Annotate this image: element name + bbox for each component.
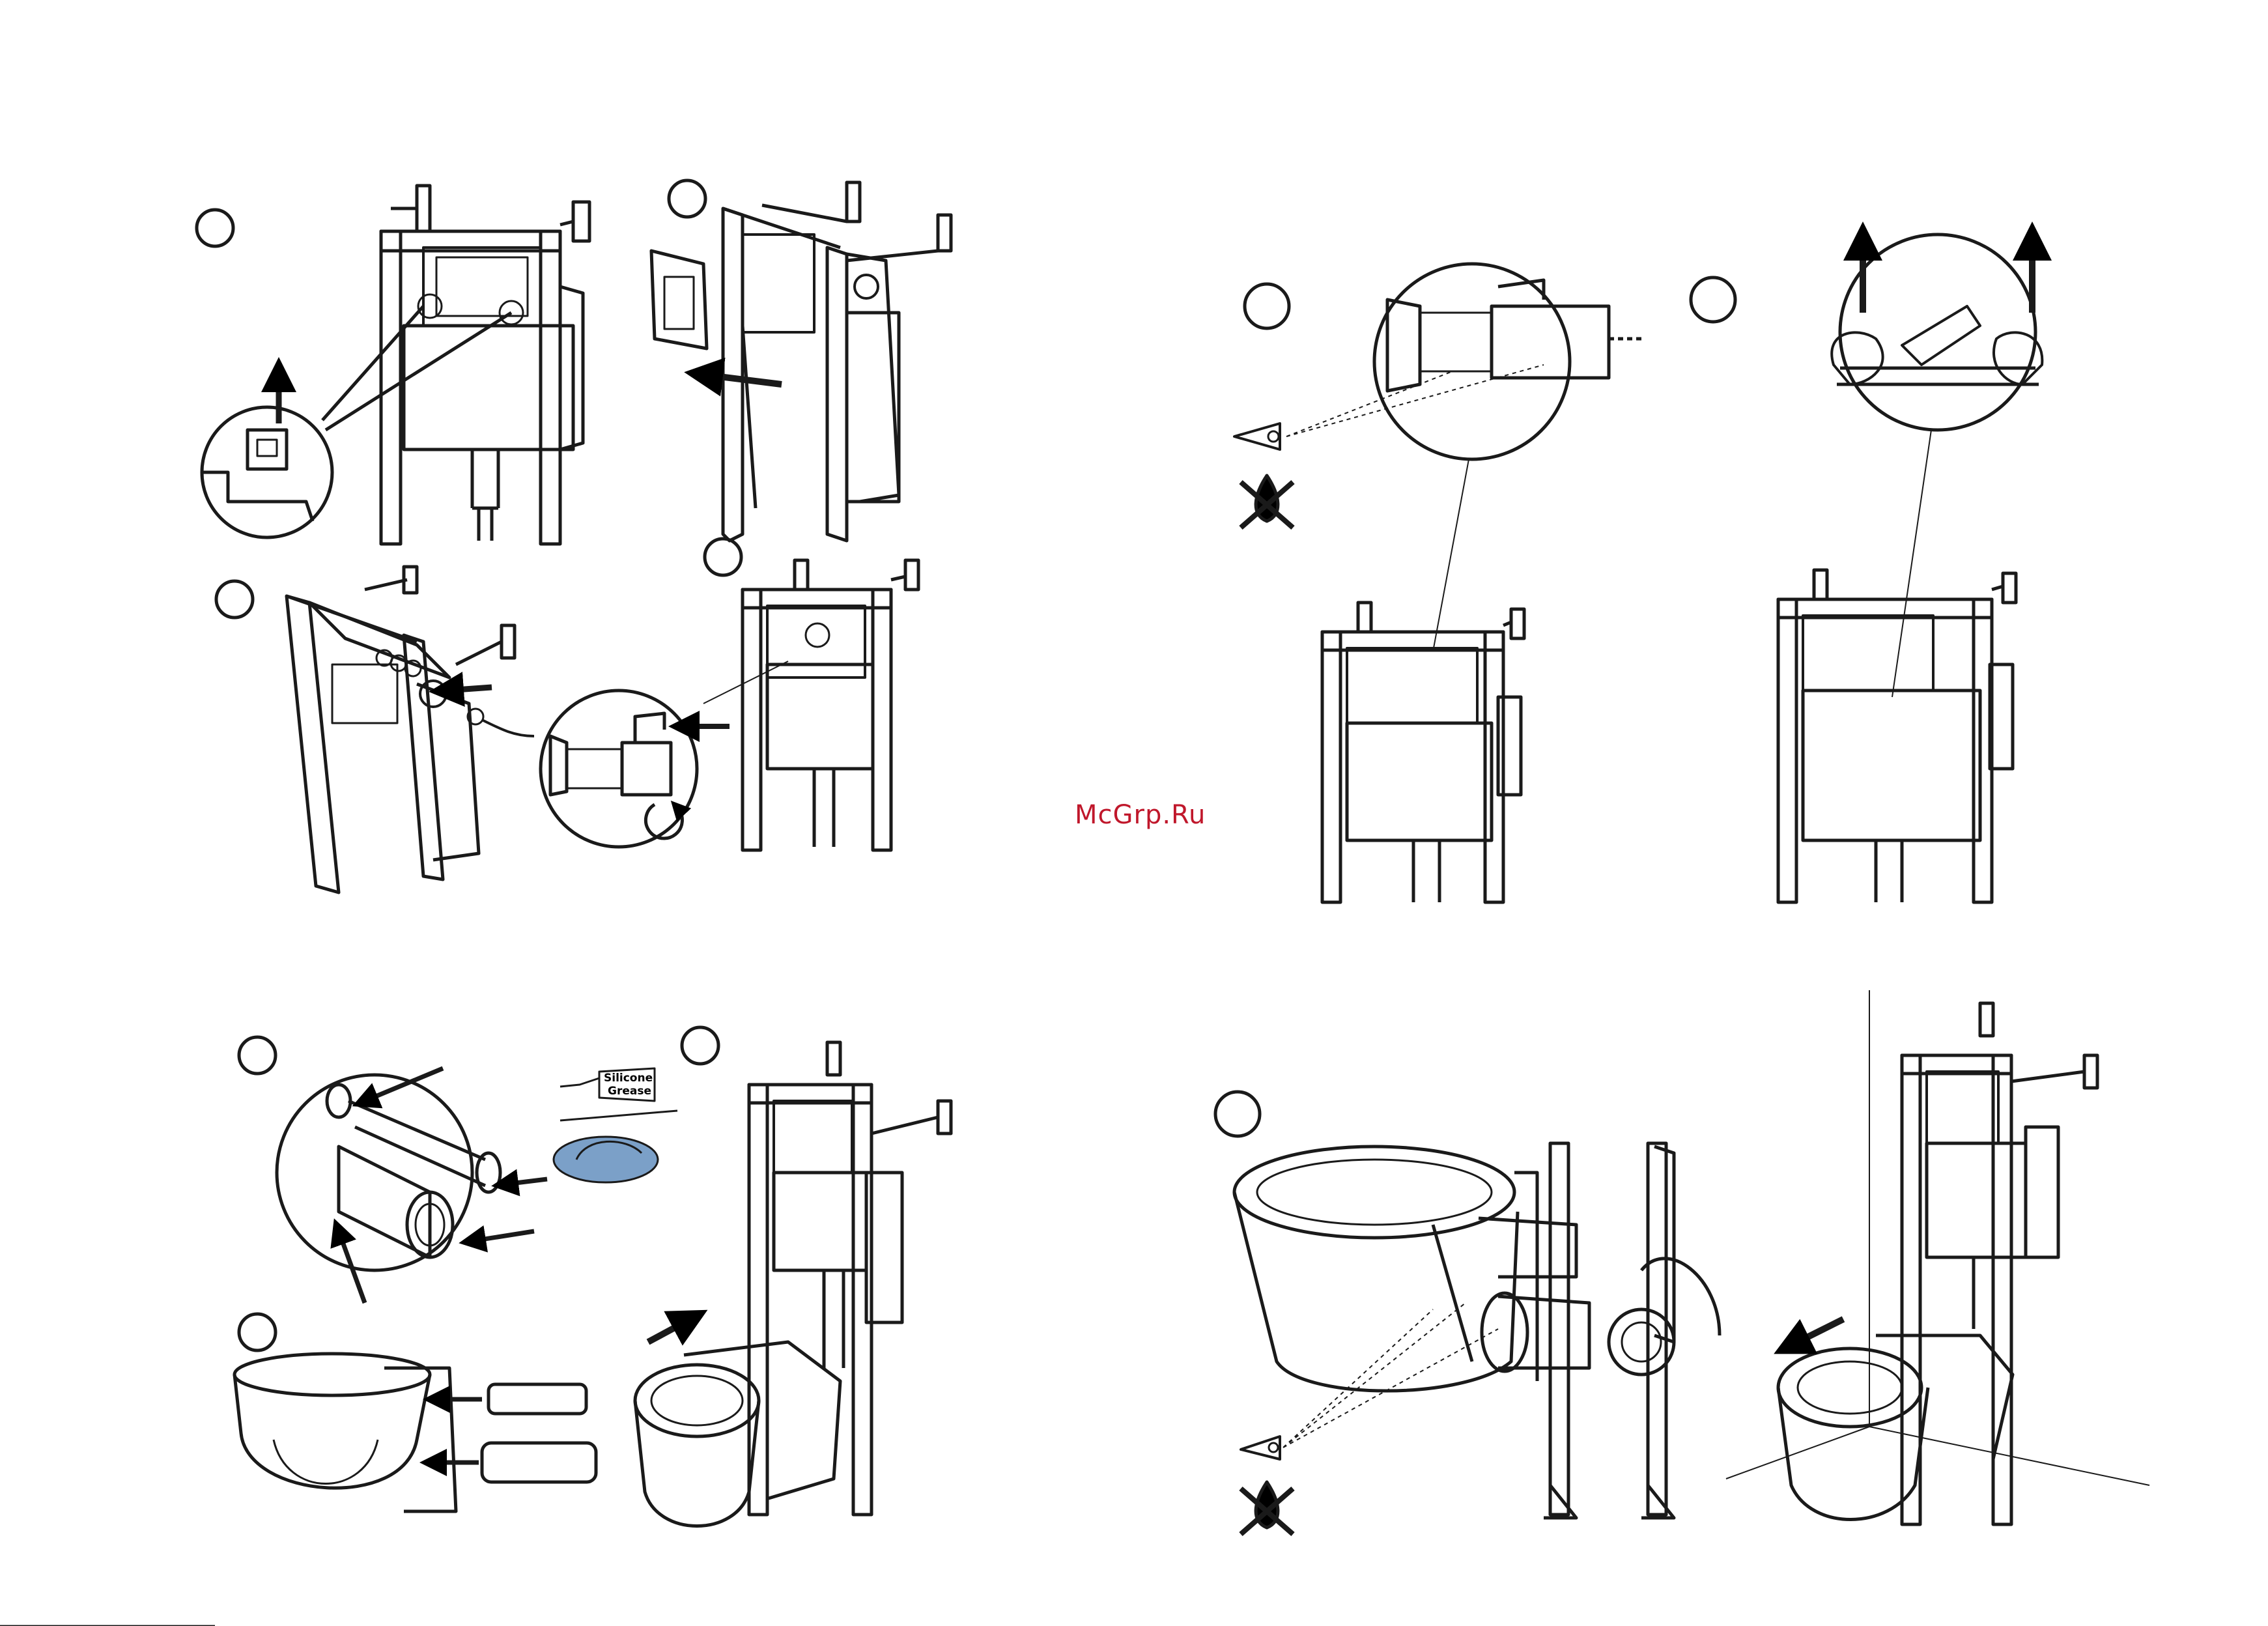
step-6-illustration [1691, 235, 2042, 902]
detail-magnifier [277, 1075, 472, 1270]
arrow-icon [472, 1231, 534, 1241]
arrow-icon [446, 687, 492, 691]
step-number-circle [705, 539, 741, 575]
grease-label-line2: Grease [608, 1085, 651, 1098]
step-3-illustration [216, 567, 788, 892]
step-4-illustration [705, 539, 918, 850]
step-8-illustration [234, 1314, 596, 1511]
detail-magnifier [541, 691, 697, 847]
eye-icon [1241, 1436, 1280, 1459]
step-number-circle [197, 210, 233, 246]
step-number-circle [1215, 1092, 1260, 1136]
step-number-circle [216, 581, 253, 618]
detail-magnifier [1840, 235, 2035, 430]
step-5-illustration [1234, 264, 1641, 902]
step-number-circle [682, 1027, 718, 1064]
detail-magnifier [1374, 264, 1570, 459]
step-number-circle [239, 1314, 276, 1350]
arrow-icon [648, 1319, 690, 1342]
step-number-circle [1691, 278, 1735, 322]
no-water-drop-icon [1241, 476, 1293, 528]
arrow-icon [505, 1179, 547, 1184]
step-number-circle [1245, 284, 1289, 328]
eye-icon [1234, 423, 1280, 449]
step-1-illustration [197, 186, 589, 544]
grease-label-line1: Silicone [604, 1072, 653, 1085]
arrow-icon [1791, 1319, 1843, 1345]
step-number-circle [239, 1037, 276, 1074]
step-number-circle [669, 180, 705, 217]
step-10-illustration [1215, 990, 2149, 1534]
step-9-illustration [635, 1027, 951, 1526]
step-2-illustration [651, 180, 951, 541]
arrow-icon [365, 1068, 443, 1101]
arrow-icon [339, 1231, 365, 1303]
no-water-drop-icon [1241, 1482, 1293, 1534]
